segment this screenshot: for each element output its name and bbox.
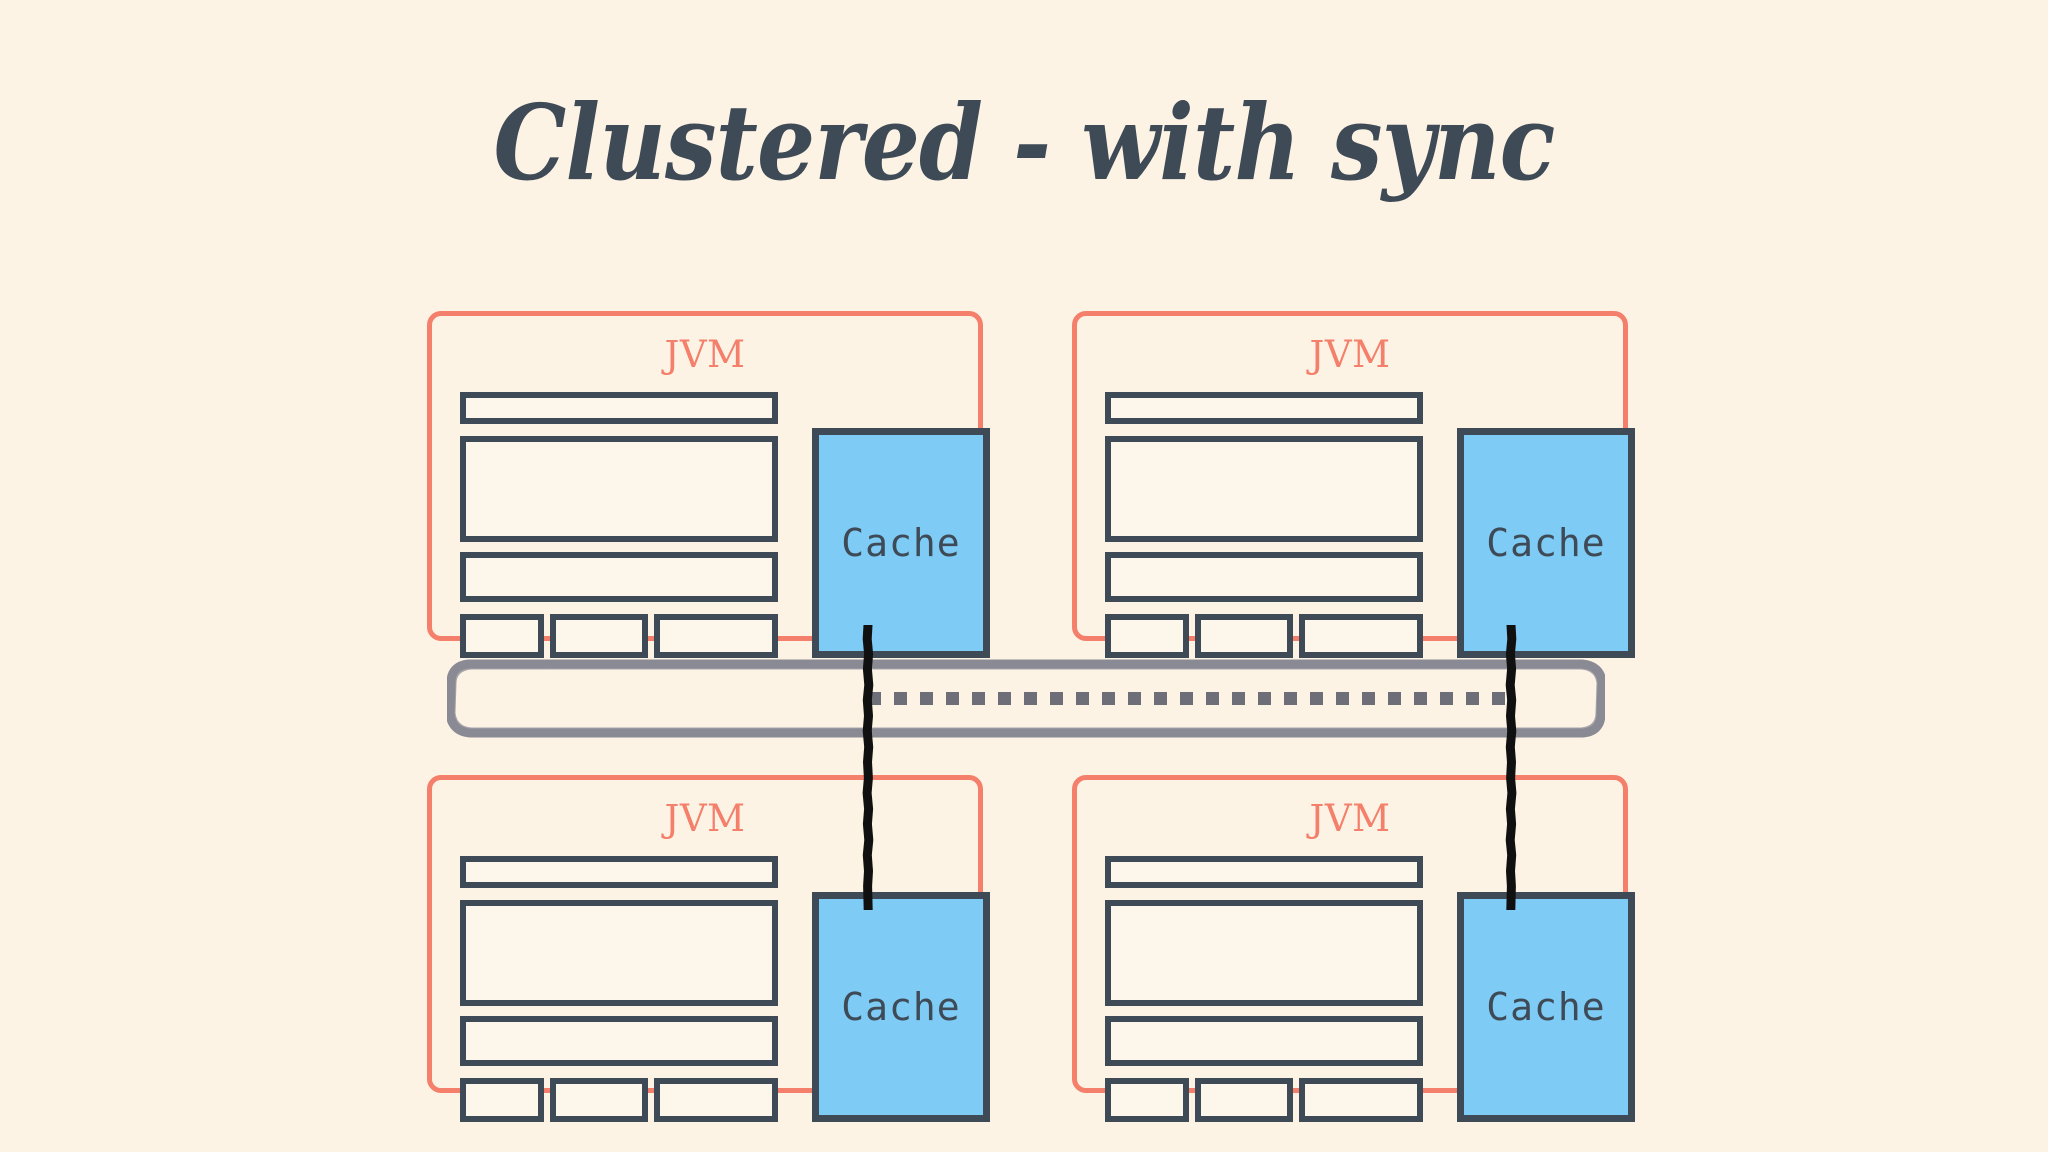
jvm-component-mini-row [460,1078,778,1122]
jvm-component-mini-3 [1299,614,1423,658]
cache-box[interactable]: Cache [812,892,990,1122]
jvm-label: JVM [1309,333,1391,376]
jvm-panel-bottom-right[interactable]: JVM Cache [1072,775,1635,1122]
cache-label: Cache [841,985,961,1029]
jvm-component-stack [460,856,778,1122]
jvm-component-mini-3 [1299,1078,1423,1122]
page-title: Clustered - with sync [493,81,1555,204]
cache-box[interactable]: Cache [1457,428,1635,658]
jvm-component-bar-mid [1105,552,1423,602]
jvm-component-mini-2 [1195,614,1293,658]
jvm-panel-top-right[interactable]: JVM Cache [1072,311,1635,658]
jvm-component-mini-2 [550,1078,648,1122]
jvm-component-stack [1105,856,1423,1122]
sync-dashed-line [868,692,1512,705]
cache-box[interactable]: Cache [812,428,990,658]
jvm-component-mini-2 [550,614,648,658]
jvm-component-mini-1 [460,614,544,658]
jvm-component-bar-top [460,856,778,888]
jvm-label: JVM [664,797,746,840]
jvm-component-bar-top [460,392,778,424]
sync-bus[interactable] [447,658,1605,738]
jvm-component-stack [460,392,778,658]
jvm-component-mini-row [1105,1078,1423,1122]
jvm-component-mini-1 [460,1078,544,1122]
jvm-component-bar-mid [460,1016,778,1066]
cache-label: Cache [841,521,961,565]
jvm-component-mini-3 [654,1078,778,1122]
cache-label: Cache [1486,521,1606,565]
jvm-component-bar-top [1105,856,1423,888]
jvm-component-mini-row [460,614,778,658]
cache-box[interactable]: Cache [1457,892,1635,1122]
jvm-component-bar-big [460,436,778,542]
jvm-panel-body: Cache [1105,856,1635,1122]
jvm-component-mini-row [1105,614,1423,658]
cache-label: Cache [1486,985,1606,1029]
jvm-component-mini-2 [1195,1078,1293,1122]
connector-left [859,625,877,910]
jvm-panel-top-left[interactable]: JVM Cache [427,311,990,658]
jvm-label: JVM [664,333,746,376]
jvm-component-mini-3 [654,614,778,658]
jvm-panel-body: Cache [460,856,990,1122]
jvm-component-bar-mid [1105,1016,1423,1066]
jvm-component-mini-1 [1105,1078,1189,1122]
jvm-panel-bottom-left[interactable]: JVM Cache [427,775,990,1122]
jvm-component-mini-1 [1105,614,1189,658]
jvm-component-stack [1105,392,1423,658]
jvm-label: JVM [1309,797,1391,840]
jvm-component-bar-mid [460,552,778,602]
jvm-panel-body: Cache [1105,392,1635,658]
jvm-component-bar-big [460,900,778,1006]
jvm-component-bar-top [1105,392,1423,424]
jvm-component-bar-big [1105,436,1423,542]
connector-right [1502,625,1520,910]
jvm-component-bar-big [1105,900,1423,1006]
jvm-panel-body: Cache [460,392,990,658]
